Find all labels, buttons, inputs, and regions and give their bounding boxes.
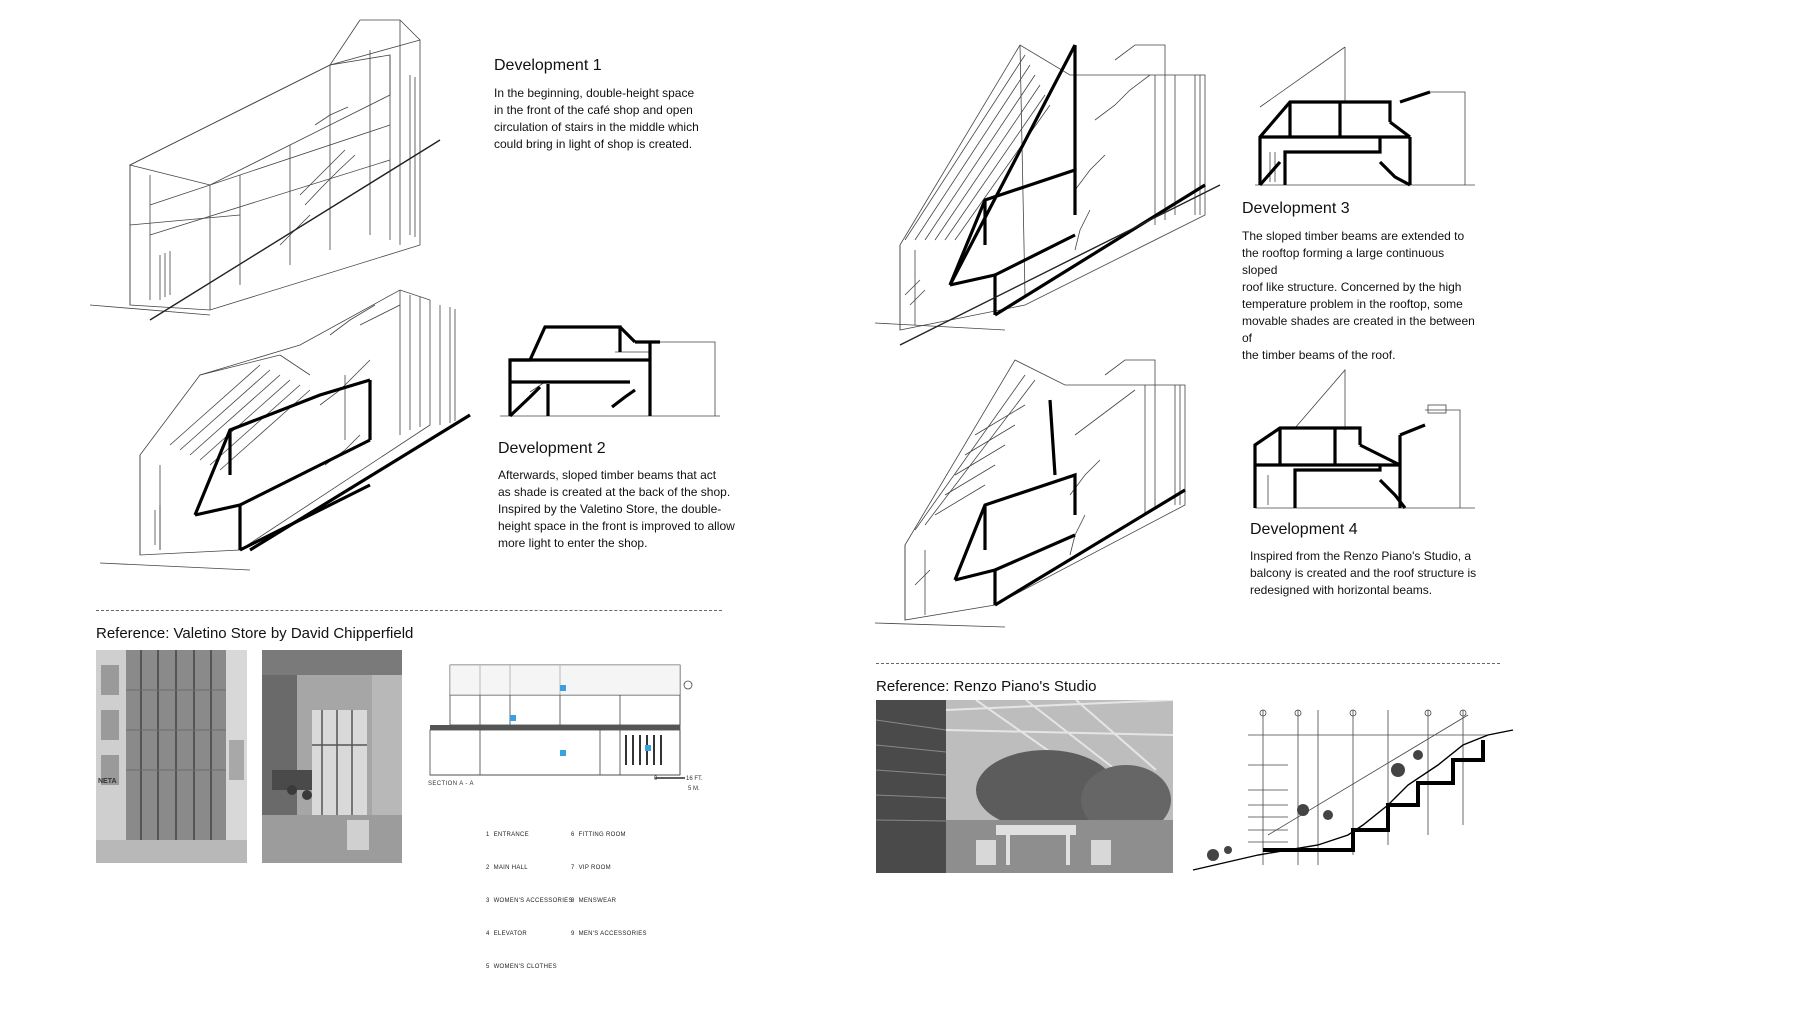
development-3-axonometric [874,44,1221,346]
divider-renzo [876,663,1500,664]
development-3-section [1255,46,1475,187]
scale-ft: 16 FT. [686,776,703,782]
valentino-reference-title: Reference: Valetino Store by David Chipp… [96,625,414,642]
development-2-title: Development 2 [498,440,606,457]
development-2-axonometric [99,289,471,571]
legend-item: 8 MENSWEAR [571,898,617,904]
development-1-text: In the beginning, double-height space in… [494,86,699,151]
renzo-section-drawing [1192,709,1514,871]
storefront-sign: NETA [98,778,117,785]
legend-item: 7 VIP ROOM [571,865,611,871]
legend-item: 3 WOMEN'S ACCESSORIES [486,898,573,904]
scale-zero: 0 [654,776,658,782]
development-1-axonometric [89,19,441,321]
valentino-section-drawing [429,664,693,779]
section-label: SECTION A - A [428,781,474,787]
development-3-text: The sloped timber beams are extended to … [1242,229,1475,362]
development-2-text: Afterwards, sloped timber beams that act… [498,468,735,550]
renzo-reference-title: Reference: Renzo Piano's Studio [876,678,1097,695]
development-4-text: Inspired from the Renzo Piano's Studio, … [1250,549,1477,597]
valentino-interior-photo [262,650,402,863]
legend-item: 1 ENTRANCE [486,832,529,838]
valentino-facade-photo: NETA [96,650,247,863]
renzo-studio-photo [876,700,1173,873]
legend-item: 4 ELEVATOR [486,931,527,937]
legend-right: 6 FITTING ROOM 7 VIP ROOM 8 MENSWEAR 9 M… [571,808,647,951]
development-2-section [500,325,720,418]
divider-valentino [96,610,722,611]
development-4-section [1253,368,1475,509]
development-4-title: Development 4 [1250,521,1358,538]
legend-item: 9 MEN'S ACCESSORIES [571,931,647,937]
scale-m: 5 M. [688,786,700,792]
legend-item: 6 FITTING ROOM [571,832,626,838]
development-3-title: Development 3 [1242,200,1350,217]
legend-item: 5 WOMEN'S CLOTHES [486,964,557,970]
development-1-title: Development 1 [494,57,602,74]
development-4-axonometric [874,359,1186,628]
legend-item: 2 MAIN HALL [486,865,528,871]
legend-left: 1 ENTRANCE 2 MAIN HALL 3 WOMEN'S ACCESSO… [486,808,573,984]
